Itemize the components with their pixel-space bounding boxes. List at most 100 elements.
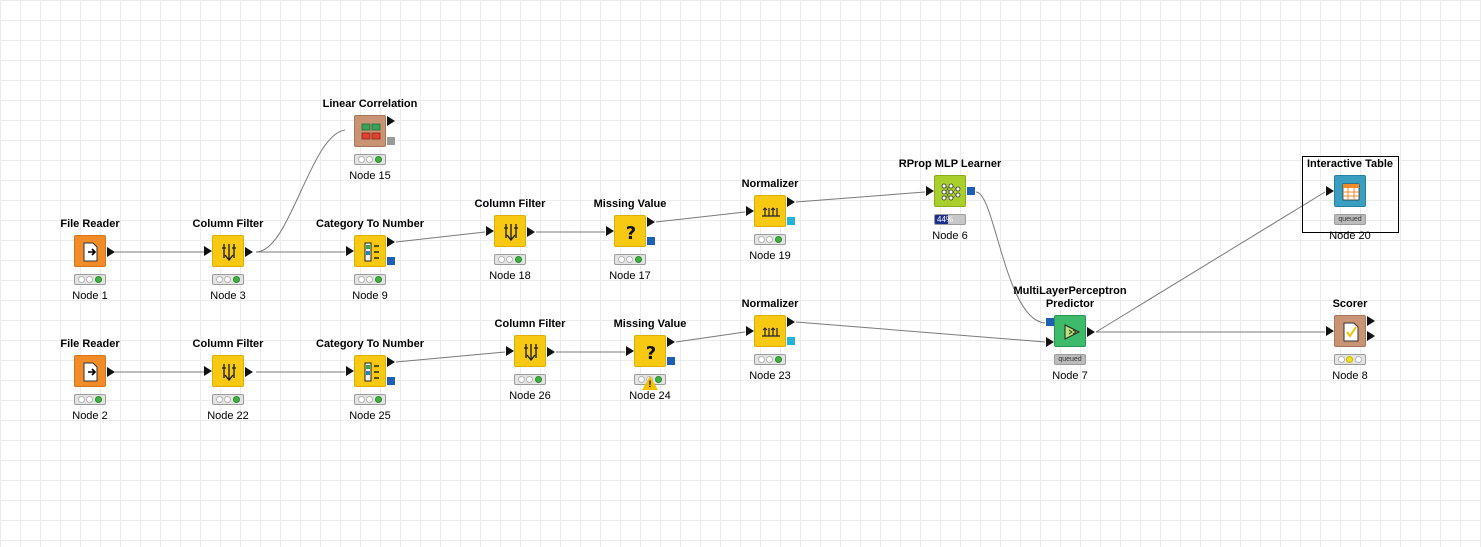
node-20-interactive-table[interactable]: Interactive Table queued Node 20	[1290, 156, 1410, 266]
input-port[interactable]	[506, 346, 514, 356]
output-port[interactable]	[245, 247, 253, 257]
output-port[interactable]	[667, 337, 675, 347]
input-port[interactable]	[746, 326, 754, 336]
node-title: RProp MLP Learner	[898, 158, 1002, 170]
input-port[interactable]	[346, 246, 354, 256]
output-port[interactable]	[107, 367, 115, 377]
node-22-column-filter[interactable]: Column Filter Node 22	[168, 336, 288, 446]
output-port[interactable]	[107, 247, 115, 257]
wire-n23-n7	[795, 321, 1046, 343]
output-port[interactable]	[1087, 327, 1095, 337]
node-title: Missing Value	[613, 318, 687, 330]
output-port[interactable]	[547, 347, 555, 357]
node-25-category-to-number[interactable]: Category To Number Node 25	[310, 336, 430, 446]
output-port-2[interactable]	[1367, 331, 1375, 341]
node-label: Node 23	[749, 370, 791, 382]
input-port[interactable]	[486, 226, 494, 236]
status-traffic-light	[74, 274, 106, 285]
node-7-mlp-predictor[interactable]: MultiLayerPerceptron Predictor queued No…	[1010, 285, 1130, 406]
input-port-model[interactable]	[1046, 318, 1054, 326]
node-label: Node 7	[1052, 370, 1088, 382]
normalizer-icon	[754, 315, 786, 347]
node-label: Node 22	[207, 410, 249, 422]
output-port[interactable]	[647, 217, 655, 227]
output-port[interactable]	[787, 317, 795, 327]
node-label: Node 25	[349, 410, 391, 422]
node-label: Node 15	[349, 170, 391, 182]
node-title: Scorer	[1332, 298, 1368, 310]
node-title-line1: MultiLayerPerceptron	[1013, 285, 1127, 297]
file-reader-icon	[74, 355, 106, 387]
status-traffic-light	[354, 274, 386, 285]
node-8-scorer[interactable]: Scorer Node 8	[1290, 296, 1410, 406]
output-port-1[interactable]	[1367, 316, 1375, 326]
svg-text:?: ?	[646, 343, 656, 364]
column-filter-icon	[212, 235, 244, 267]
node-6-rprop-mlp-learner[interactable]: RProp MLP Learner 44% Node 6	[890, 156, 1010, 266]
missing-value-icon: ?	[634, 335, 666, 367]
node-title: Column Filter	[192, 338, 264, 350]
progress-bar: 44%	[934, 214, 966, 225]
output-port-model[interactable]	[787, 217, 795, 225]
output-port[interactable]	[787, 197, 795, 207]
node-title: Linear Correlation	[322, 98, 418, 110]
node-label: Node 6	[932, 230, 968, 242]
output-port[interactable]	[387, 237, 395, 247]
input-port[interactable]	[204, 246, 212, 256]
node-26-column-filter[interactable]: Column Filter Node 26	[470, 316, 590, 426]
node-3-column-filter[interactable]: Column Filter Node 3	[168, 216, 288, 326]
column-filter-icon	[494, 215, 526, 247]
selection-frame	[1302, 156, 1399, 233]
input-port[interactable]	[746, 206, 754, 216]
svg-text:?: ?	[626, 223, 636, 244]
missing-value-icon: ?	[614, 215, 646, 247]
node-label: Node 17	[609, 270, 651, 282]
scorer-icon	[1334, 315, 1366, 347]
input-port[interactable]	[606, 226, 614, 236]
output-port-model[interactable]	[667, 357, 675, 365]
node-15-linear-correlation[interactable]: Linear Correlation Node 15	[310, 96, 430, 206]
status-queued: queued	[1334, 214, 1366, 225]
node-9-category-to-number[interactable]: Category To Number Node 9	[310, 216, 430, 326]
input-port[interactable]	[926, 186, 934, 196]
node-label: Node 24	[629, 390, 671, 402]
node-label: Node 19	[749, 250, 791, 262]
output-port[interactable]	[527, 227, 535, 237]
input-port[interactable]	[204, 366, 212, 376]
node-title: Normalizer	[741, 178, 799, 190]
input-port[interactable]	[1326, 186, 1334, 196]
output-port-model[interactable]	[787, 337, 795, 345]
input-port[interactable]	[1326, 326, 1334, 336]
node-24-missing-value[interactable]: Missing Value ? ! Node 24	[590, 316, 710, 426]
node-19-normalizer[interactable]: Normalizer Node 19	[710, 176, 830, 286]
output-port-model[interactable]	[387, 377, 395, 385]
status-traffic-light	[354, 154, 386, 165]
column-filter-icon	[212, 355, 244, 387]
status-traffic-light	[514, 374, 546, 385]
output-port-model[interactable]	[387, 257, 395, 265]
output-port-model[interactable]	[647, 237, 655, 245]
output-port[interactable]	[387, 116, 395, 126]
interactive-table-icon	[1334, 175, 1366, 207]
input-port[interactable]	[346, 366, 354, 376]
input-port[interactable]	[1046, 337, 1054, 347]
node-1-file-reader[interactable]: File Reader Node 1	[30, 216, 150, 326]
warning-icon[interactable]	[642, 376, 658, 390]
node-18-column-filter[interactable]: Column Filter Node 18	[450, 196, 570, 306]
node-label: Node 20	[1329, 230, 1371, 242]
output-port-model[interactable]	[967, 187, 975, 195]
node-23-normalizer[interactable]: Normalizer Node 23	[710, 296, 830, 406]
node-2-file-reader[interactable]: File Reader Node 2	[30, 336, 150, 446]
node-title: Column Filter	[192, 218, 264, 230]
linear-correlation-icon	[354, 115, 386, 147]
input-port[interactable]	[626, 346, 634, 356]
status-traffic-light	[354, 394, 386, 405]
status-traffic-light	[754, 234, 786, 245]
node-17-missing-value[interactable]: Missing Value ? Node 17	[570, 196, 690, 306]
output-port[interactable]	[387, 357, 395, 367]
output-port[interactable]	[245, 367, 253, 377]
output-port-view[interactable]	[387, 137, 395, 145]
node-label: Node 3	[210, 290, 246, 302]
status-traffic-light	[494, 254, 526, 265]
